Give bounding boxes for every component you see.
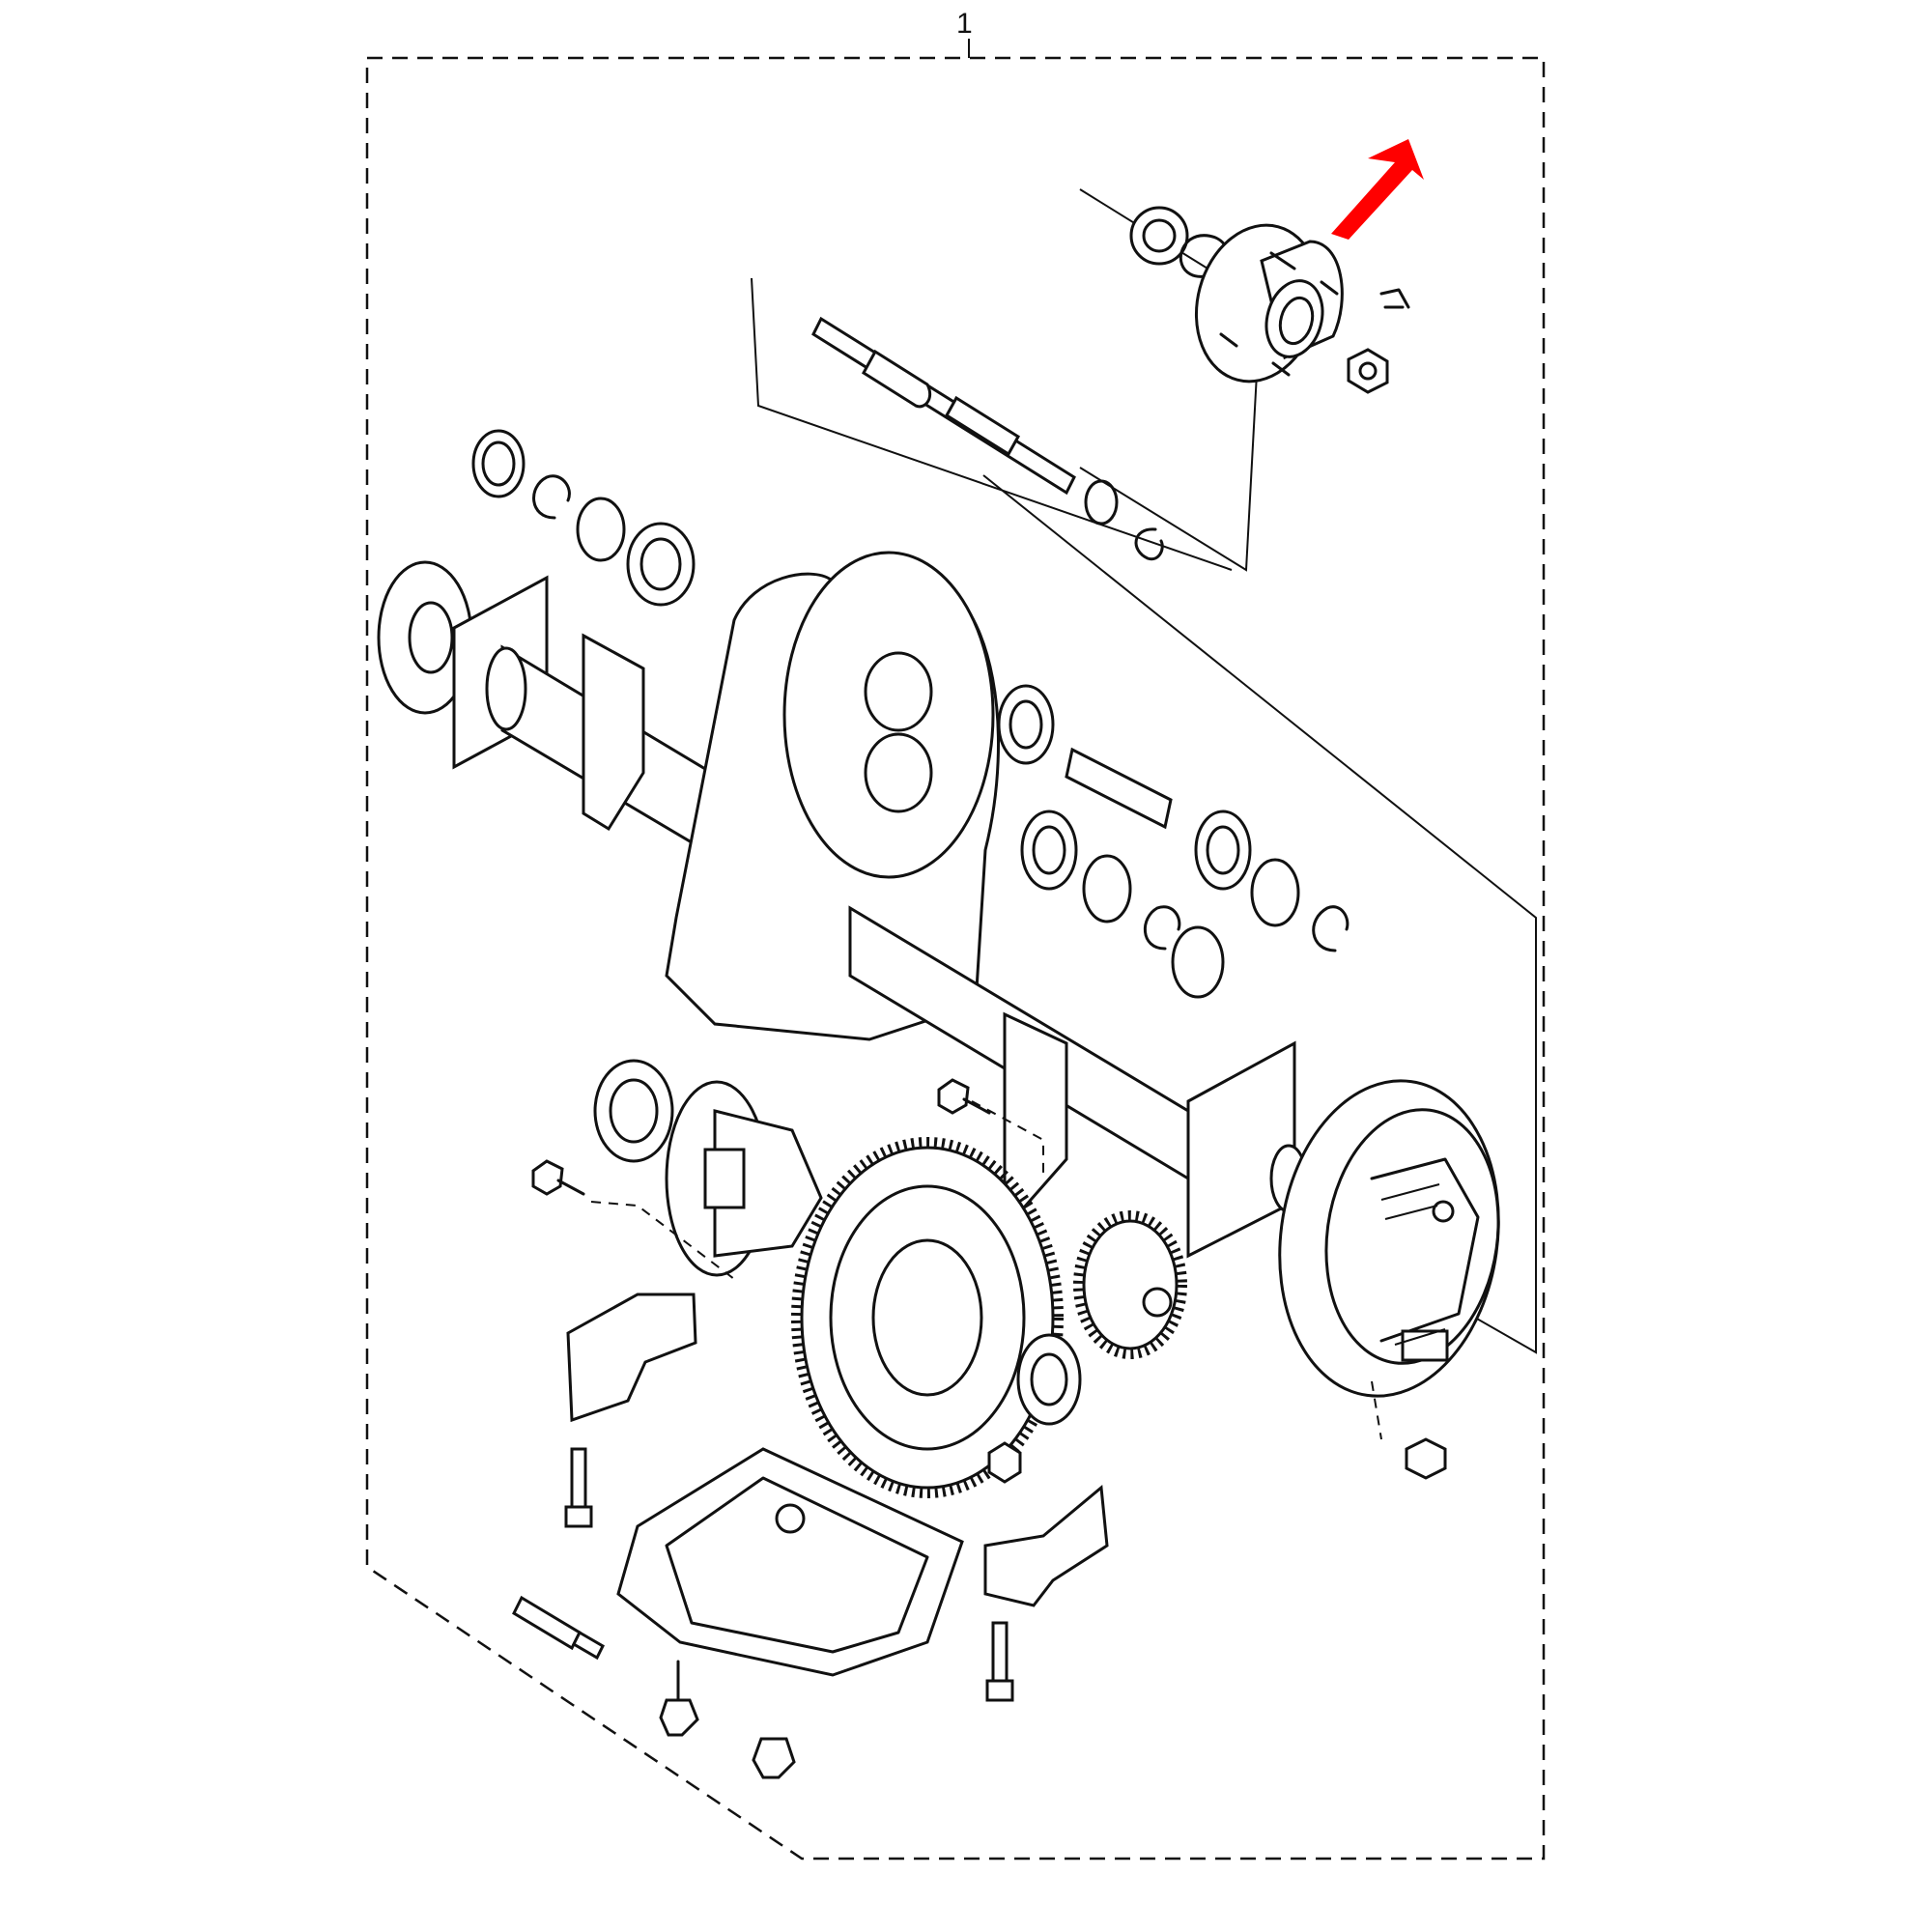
hub-snap-ring-icon [1179,234,1227,278]
oil-seal-icon [471,429,526,498]
axle-shaft-group [751,277,1233,571]
diff-cover-flange-icon [782,551,995,879]
sealant-tube-icon [512,1595,605,1661]
hub-assembly-group [1079,188,1410,572]
bearing-cap-icon [566,1293,697,1423]
pinion-bearing-icon [997,684,1055,765]
axle-bearing-icon [626,522,696,607]
o-ring-icon [576,497,626,562]
brake-shoe-assembly-icon [1370,1157,1480,1362]
carrier-bearing-icon [593,1059,674,1163]
pinion-seal-icon [1171,925,1225,999]
callout-number-1: 1 [956,8,973,40]
differential-case-icon [665,1080,823,1277]
bearing-cap-2-icon [983,1485,1109,1607]
kit-boundary-frame [365,56,1546,1861]
highlight-arrow-icon [1331,139,1424,240]
output-bearing-icon [1016,1333,1082,1426]
diff-cover-icon [616,1447,964,1677]
shaft-snap-ring-icon [1134,527,1164,561]
pinion-o-ring-icon [1082,854,1132,923]
brake-drum-icon [1278,1079,1500,1398]
bolt-4-icon [985,1621,1014,1702]
cotter-pin-icon [1379,288,1410,309]
right-spring-bracket-icon [1003,1011,1068,1209]
pinion-snap-ring-icon [1143,905,1181,951]
snap-ring-icon [532,474,571,520]
brake-nut-icon [1405,1437,1447,1480]
ring-gear-icon [791,1137,1064,1498]
intermediate-bearing-icon [1194,810,1252,891]
intermediate-o-ring-icon [1250,858,1300,927]
bolt-icon [531,1159,585,1196]
ring-gear-bolt-icon [987,1441,1022,1484]
wheel-hub-icon [1194,223,1344,384]
axle-shaft-icon [811,316,1076,496]
bolt-3-icon [564,1447,593,1528]
castle-nut-icon [1347,348,1389,394]
shaft-seal-icon [1084,479,1119,526]
bolt-2-icon [937,1078,991,1115]
drive-pinion-gear-icon [1073,1210,1187,1359]
hub-bearing-icon [1129,206,1189,266]
leader-lines [590,1100,1382,1440]
drain-plug-icon [752,1737,796,1779]
pinion-group [997,684,1350,999]
group-bracket-shaft [751,277,1233,571]
pinion-bearing-2-icon [1020,810,1078,891]
intermediate-snap-ring-icon [1312,905,1350,952]
group-bracket-right [982,474,1537,1354]
left-spring-bracket-icon [582,633,645,832]
cover-bolt-icon [659,1660,699,1737]
left-bearing-stack [471,429,696,607]
pinion-shaft-icon [1065,747,1173,830]
axle-housing-icon [377,551,1308,1259]
